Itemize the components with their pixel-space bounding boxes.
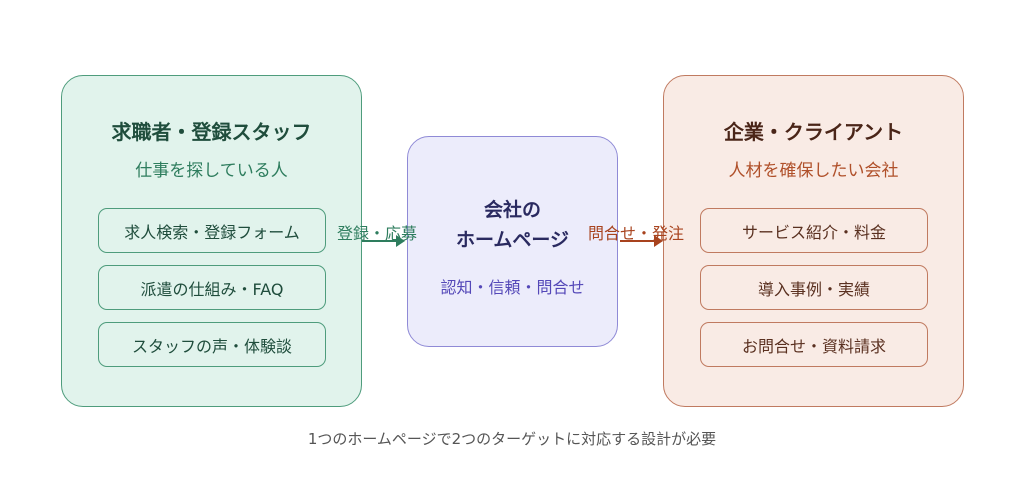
caption: 1つのホームページで2つのターゲットに対応する設計が必要 bbox=[307, 430, 717, 448]
seekers-item: 求人検索・登録フォーム bbox=[98, 208, 326, 253]
company-title-line1: 会社の bbox=[483, 199, 541, 221]
clients-subtitle: 人材を確保したい会社 bbox=[728, 161, 899, 181]
seekers-subtitle: 仕事を探している人 bbox=[135, 161, 288, 181]
seekers-item: スタッフの声・体験談 bbox=[98, 322, 326, 367]
clients-item: サービス紹介・料金 bbox=[700, 208, 928, 253]
clients-panel: 企業・クライアント 人材を確保したい会社 サービス紹介・料金 導入事例・実績 お… bbox=[663, 75, 964, 407]
company-title-line2: ホームページ bbox=[455, 229, 570, 251]
company-panel: 会社の ホームページ 認知・信頼・問合せ bbox=[407, 136, 618, 347]
clients-title: 企業・クライアント bbox=[723, 120, 904, 144]
right-arrow bbox=[620, 235, 663, 247]
left-arrow bbox=[362, 235, 405, 247]
clients-item: 導入事例・実績 bbox=[700, 265, 928, 310]
seekers-panel: 求職者・登録スタッフ 仕事を探している人 求人検索・登録フォーム 派遣の仕組み・… bbox=[61, 75, 362, 407]
right-arrow-label: 問合せ・発注 bbox=[588, 224, 685, 243]
seekers-item: 派遣の仕組み・FAQ bbox=[98, 265, 326, 310]
company-subtitle: 認知・信頼・問合せ bbox=[440, 278, 585, 297]
left-arrow-label: 登録・応募 bbox=[337, 224, 418, 243]
seekers-title: 求職者・登録スタッフ bbox=[111, 120, 312, 144]
clients-item: お問合せ・資料請求 bbox=[700, 322, 928, 367]
